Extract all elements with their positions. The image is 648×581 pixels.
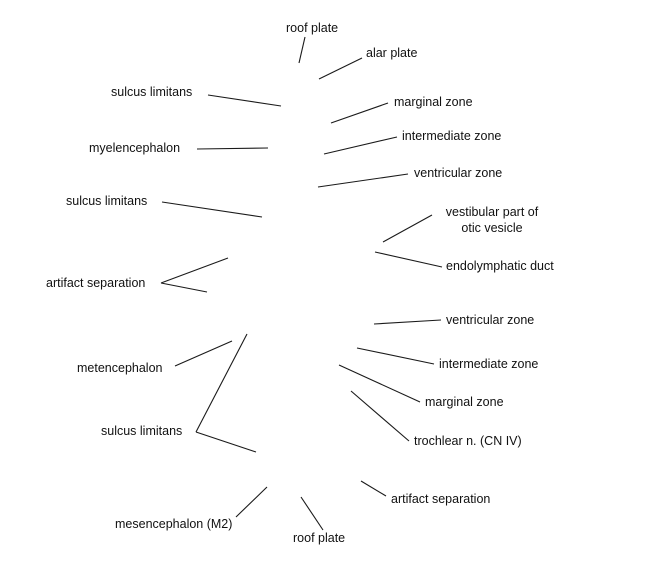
label-roof-plate-bottom: roof plate xyxy=(293,531,346,545)
leader-intermediate-zone-1 xyxy=(323,136,398,155)
label-myelencephalon: myelencephalon xyxy=(89,141,181,155)
label-artifact-separation-1: artifact separation xyxy=(46,276,146,290)
leader-alar-plate xyxy=(318,57,363,80)
leader-sulcus-limitans-3b xyxy=(195,431,257,453)
leader-sulcus-limitans-1 xyxy=(207,94,282,107)
leader-ventricular-zone-1 xyxy=(317,173,409,188)
label-mesencephalon: mesencephalon (M2) xyxy=(115,517,233,531)
label-artifact-separation-2: artifact separation xyxy=(391,492,491,506)
label-alar-plate: alar plate xyxy=(366,46,418,60)
label-marginal-zone-1: marginal zone xyxy=(394,95,473,109)
label-intermediate-zone-2: intermediate zone xyxy=(439,357,539,371)
leader-intermediate-zone-2 xyxy=(356,347,435,365)
label-roof-plate-top: roof plate xyxy=(286,21,339,35)
leader-vestibular xyxy=(382,214,433,243)
leader-marginal-zone-1 xyxy=(330,102,389,124)
leader-myelencephalon xyxy=(196,147,269,150)
leader-sulcus-limitans-2 xyxy=(161,201,263,218)
label-sulcus-limitans-2: sulcus limitans xyxy=(66,194,148,208)
leader-sulcus-limitans-3a xyxy=(195,333,248,433)
label-marginal-zone-2: marginal zone xyxy=(425,395,504,409)
label-metencephalon: metencephalon xyxy=(77,361,163,375)
label-ventricular-zone-2: ventricular zone xyxy=(446,313,535,327)
leader-artifact-separation-1a xyxy=(160,257,229,284)
label-sulcus-limitans-1: sulcus limitans xyxy=(111,85,193,99)
label-endolymphatic-duct: endolymphatic duct xyxy=(446,259,554,273)
leader-trochlear-nerve xyxy=(350,390,410,442)
leader-artifact-separation-1b xyxy=(160,282,208,293)
label-intermediate-zone-1: intermediate zone xyxy=(402,129,502,143)
leader-roof-plate-bottom xyxy=(300,496,324,531)
leader-endolymphatic-duct xyxy=(374,251,443,268)
leader-roof-plate-top xyxy=(298,36,306,64)
leader-marginal-zone-2 xyxy=(338,364,421,403)
label-trochlear-nerve: trochlear n. (CN IV) xyxy=(414,434,522,448)
leader-artifact-separation-2 xyxy=(360,480,387,497)
label-sulcus-limitans-3: sulcus limitans xyxy=(101,424,183,438)
leader-metencephalon xyxy=(174,340,233,367)
label-vestibular-line1: vestibular part of xyxy=(445,205,539,219)
label-vestibular-part: vestibular part of otic vesicle xyxy=(436,204,548,236)
label-ventricular-zone-1: ventricular zone xyxy=(414,166,503,180)
label-vestibular-line2: otic vesicle xyxy=(461,221,523,235)
leader-mesencephalon xyxy=(235,486,268,518)
leader-ventricular-zone-2 xyxy=(373,319,442,325)
